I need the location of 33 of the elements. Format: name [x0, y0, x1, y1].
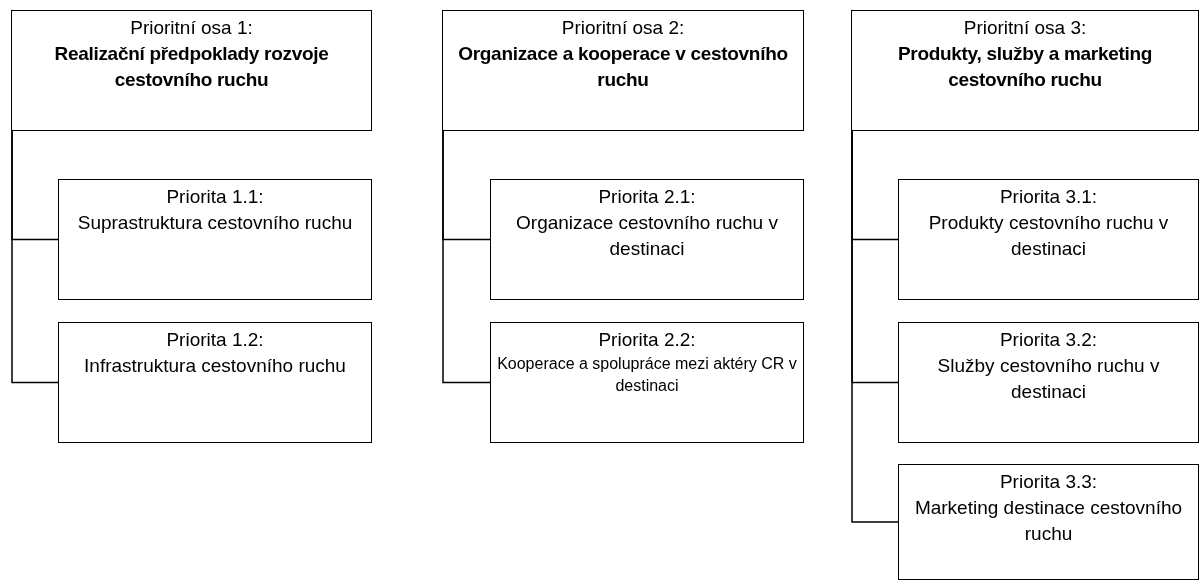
priority-box	[58, 322, 372, 443]
priority-title: Organizace a kooperace v cestovního ruchu	[457, 42, 789, 92]
priority-title: Produkty cestovního ruchu v destinaci	[927, 211, 1170, 261]
priority-heading: Priorita 1.2:	[166, 328, 264, 352]
priority-heading: Priorita 3.2:	[999, 328, 1098, 352]
priority-axis-box	[11, 10, 372, 131]
priority-heading: Priorita 3.1:	[999, 185, 1098, 209]
priority-heading: Priorita 1.1:	[166, 185, 264, 209]
priority-title: Produkty, služby a marketing cestovního ruchu	[896, 42, 1154, 92]
priority-title: Infrastruktura cestovního ruchu	[84, 354, 346, 378]
priority-box	[490, 322, 804, 443]
priority-title: Realizační předpoklady rozvoje cestovního ruchu	[53, 42, 330, 92]
priority-box	[898, 464, 1199, 580]
priority-title: Organizace cestovního ruchu v destinaci	[515, 211, 779, 261]
priority-box	[58, 179, 372, 300]
priority-heading: Priorita 2.1:	[598, 185, 696, 209]
priority-title: Suprastruktura cestovního ruchu	[77, 211, 353, 235]
connector-line	[11, 130, 59, 384]
connector-line	[442, 130, 491, 384]
priority-axis-box	[851, 10, 1199, 131]
priority-heading: Priorita 3.3:	[999, 470, 1098, 494]
priority-heading: Prioritní osa 3:	[963, 16, 1087, 40]
priority-box	[898, 322, 1199, 443]
priority-title: Služby cestovního ruchu v destinaci	[936, 354, 1161, 404]
priority-heading: Priorita 2.2:	[598, 328, 696, 352]
priority-title: Marketing destinace cestovního ruchu	[913, 496, 1184, 546]
priority-title: Kooperace a spolupráce mezi aktéry CR v destinaci	[496, 354, 798, 396]
priority-axis-box	[442, 10, 804, 131]
priority-heading: Prioritní osa 1:	[130, 16, 253, 40]
connector-line	[851, 130, 899, 523]
priority-box	[898, 179, 1199, 300]
priority-heading: Prioritní osa 2:	[561, 16, 685, 40]
priority-box	[490, 179, 804, 300]
